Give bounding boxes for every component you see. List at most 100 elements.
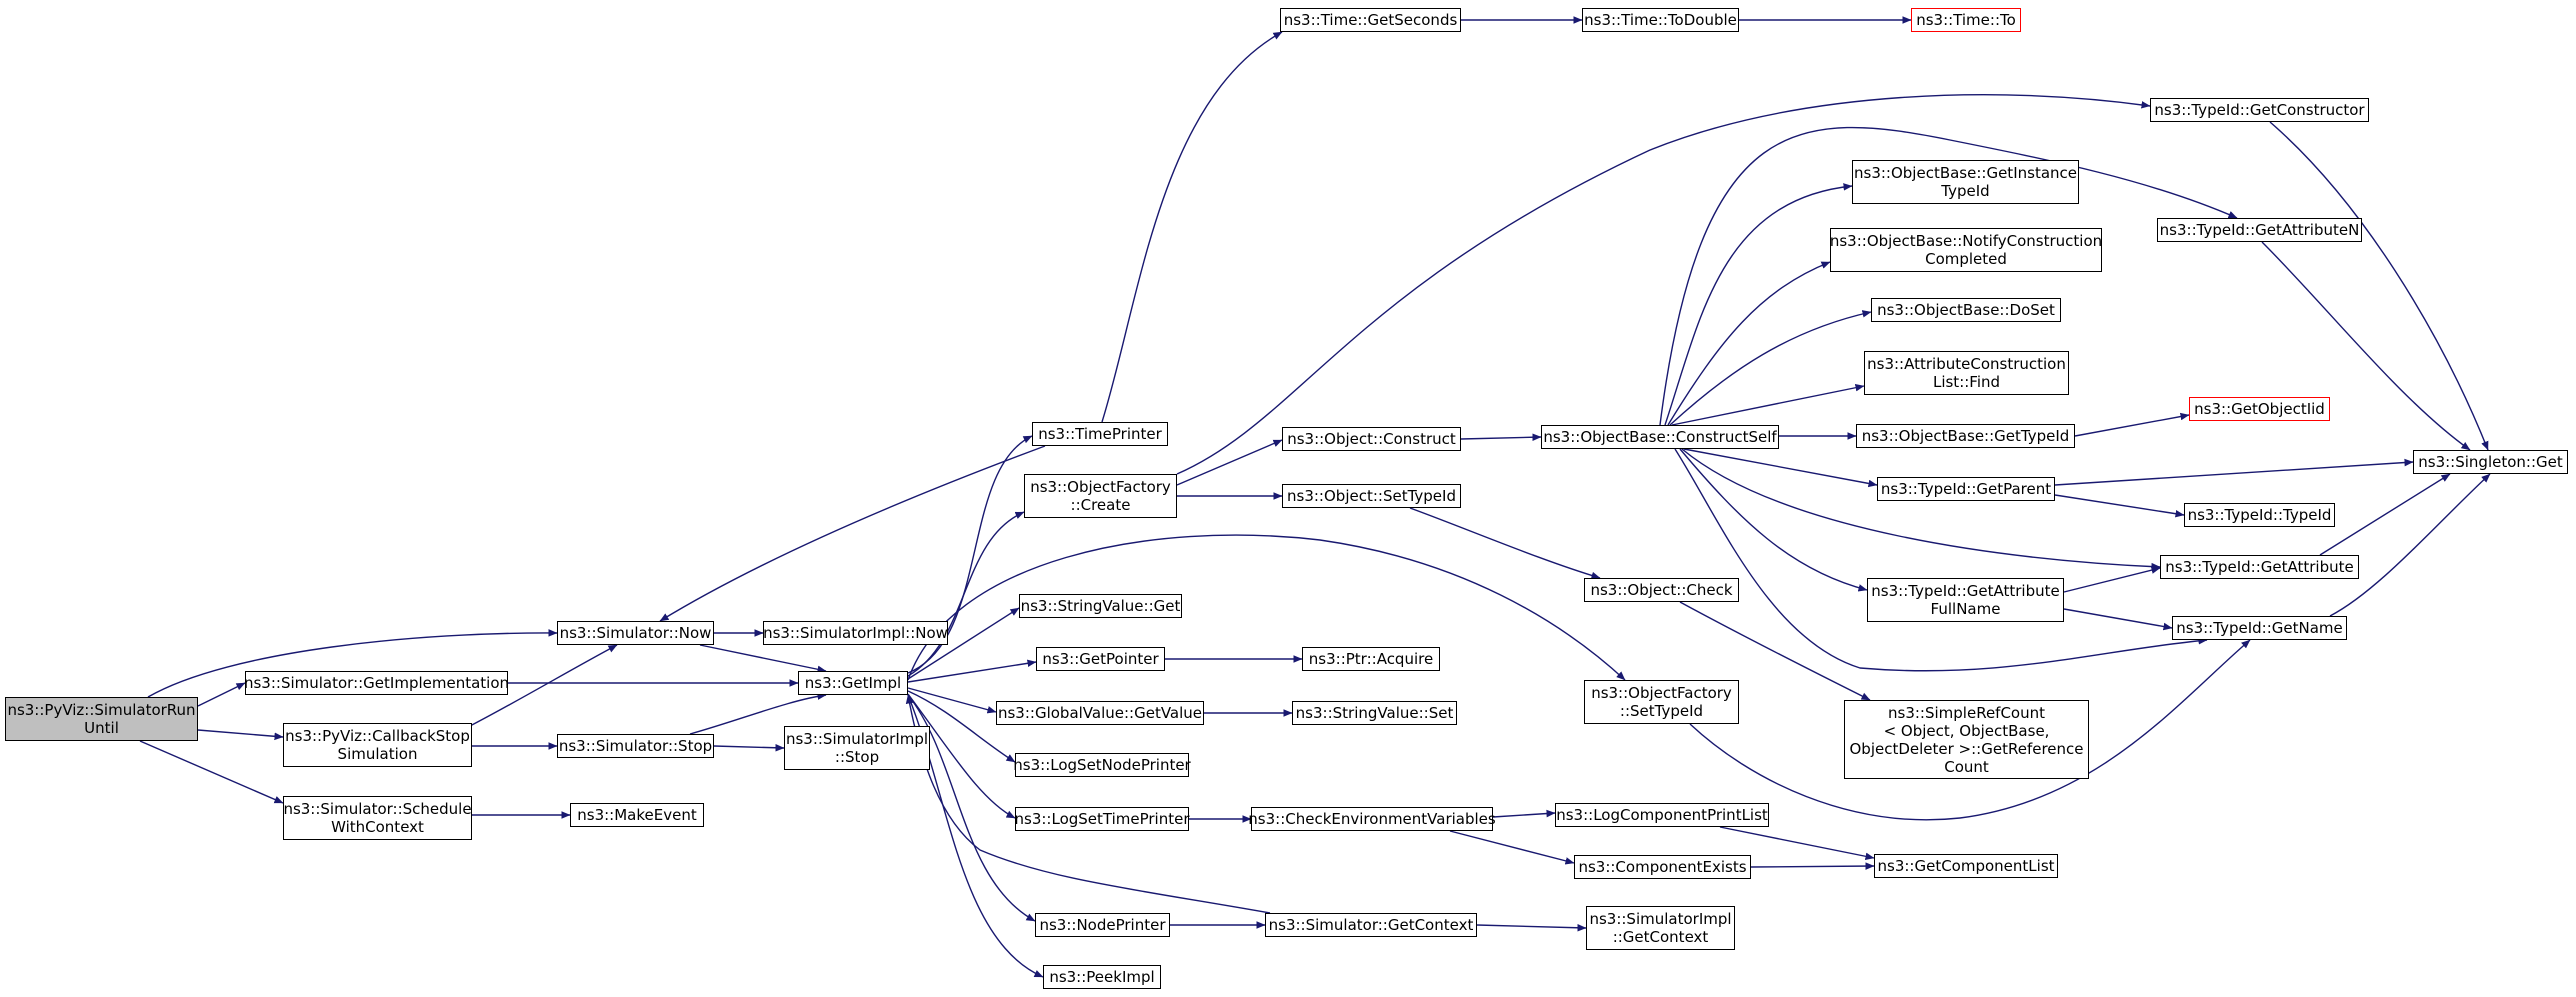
- node-checkenvironmentvariables[interactable]: ns3::CheckEnvironmentVariables: [1248, 807, 1496, 831]
- edge-getimpl-to-logsetnodeprinter: [907, 690, 1016, 763]
- edge-constructself-to-getattributen: [1659, 126, 2238, 426]
- edge-constructself-to-getinstancetypeid: [1664, 183, 1853, 426]
- node-simplerefcount-getreferencecount[interactable]: ns3::SimpleRefCount < Object, ObjectBase…: [1844, 700, 2089, 779]
- node-logsetnodeprinter[interactable]: ns3::LogSetNodePrinter: [1013, 753, 1191, 777]
- node-getimpl[interactable]: ns3::GetImpl: [798, 671, 908, 695]
- node-globalvalue-getvalue[interactable]: ns3::GlobalValue::GetValue: [996, 701, 1204, 725]
- edge-getimpl-to-globalvalue: [907, 687, 997, 714]
- edge-constructself-to-notify: [1667, 261, 1831, 426]
- edge-constructself-to-doset: [1669, 310, 1872, 426]
- node-typeid-getattributefullname[interactable]: ns3::TypeId::GetAttribute FullName: [1867, 578, 2064, 622]
- node-objectfactory-settypeid[interactable]: ns3::ObjectFactory ::SetTypeId: [1584, 680, 1739, 724]
- node-simulatorimpl-stop[interactable]: ns3::SimulatorImpl ::Stop: [784, 726, 930, 770]
- edge-getattributen-to-singleton: [2261, 241, 2471, 451]
- node-typeid-getparent[interactable]: ns3::TypeId::GetParent: [1877, 477, 2055, 501]
- edge-constructself-to-getparent: [1683, 448, 1878, 488]
- edge-gettypeid-to-getobjectiid: [2074, 412, 2190, 437]
- node-objectbase-notifyconstructioncompleted[interactable]: ns3::ObjectBase::NotifyConstruction Comp…: [1830, 228, 2102, 272]
- edge-constructself-to-getname: [1674, 448, 2208, 672]
- edge-construct-to-constructself: [1460, 433, 1542, 441]
- edge-create-to-construct: [1176, 439, 1283, 486]
- edge-getimpl-to-stringvalue-get: [907, 607, 1020, 680]
- edge-root-to-now: [147, 629, 558, 698]
- edge-constructself-to-getattribute: [1681, 448, 2161, 571]
- edge-getimpl-to-nodeprinter: [907, 694, 1036, 922]
- node-object-check[interactable]: ns3::Object::Check: [1584, 578, 1739, 602]
- node-simulatorimpl-getcontext[interactable]: ns3::SimulatorImpl ::GetContext: [1586, 906, 1735, 950]
- edge-getimpl-to-timeprinter: [907, 435, 1033, 674]
- edge-settypeid-to-check: [1409, 507, 1601, 580]
- node-ptr-acquire[interactable]: ns3::Ptr::Acquire: [1302, 647, 1440, 671]
- node-simulator-getimplementation[interactable]: ns3::Simulator::GetImplementation: [244, 671, 509, 695]
- node-timeprinter[interactable]: ns3::TimePrinter: [1032, 422, 1168, 446]
- node-objectbase-constructself[interactable]: ns3::ObjectBase::ConstructSelf: [1541, 425, 1779, 449]
- node-attributeconstructionlist-find[interactable]: ns3::AttributeConstruction List::Find: [1864, 351, 2069, 395]
- edge-logcomponentprintlist-to-getcomponentlist: [1719, 826, 1875, 861]
- edge-callbackstop-to-now: [469, 644, 618, 727]
- edge-constructself-to-getattributefullname: [1679, 448, 1868, 592]
- edge-root-to-schedule: [139, 740, 284, 804]
- edge-getimpl-to-getpointer: [907, 659, 1037, 683]
- edge-sim-stop-to-getimpl: [689, 692, 827, 735]
- edge-sim-stop-to-simimpl-stop: [713, 743, 785, 752]
- edge-getparent-to-singleton: [2054, 458, 2414, 486]
- node-getpointer[interactable]: ns3::GetPointer: [1036, 647, 1165, 671]
- node-simulatorimpl-now[interactable]: ns3::SimulatorImpl::Now: [763, 621, 948, 645]
- edge-timeprinter-to-now: [659, 445, 1046, 622]
- node-objectbase-gettypeid[interactable]: ns3::ObjectBase::GetTypeId: [1856, 424, 2075, 448]
- edge-getcontext-to-simimpl-getcontext: [1476, 923, 1587, 932]
- node-getobjectiid[interactable]: ns3::GetObjectIid: [2189, 397, 2330, 421]
- node-simulator-stop[interactable]: ns3::Simulator::Stop: [557, 734, 714, 758]
- node-time-todouble[interactable]: ns3::Time::ToDouble: [1582, 8, 1739, 32]
- node-objectbase-getinstancetypeid[interactable]: ns3::ObjectBase::GetInstance TypeId: [1852, 160, 2079, 204]
- edge-now-to-getimpl: [699, 644, 827, 673]
- edge-objfactory-settypeid-to-getname: [1689, 639, 2251, 821]
- edge-getname-to-singleton: [2329, 473, 2491, 617]
- node-typeid-getname[interactable]: ns3::TypeId::GetName: [2172, 616, 2347, 640]
- node-pyviz-simulatorrununtil[interactable]: ns3::PyViz::SimulatorRun Until: [5, 697, 198, 741]
- node-nodeprinter[interactable]: ns3::NodePrinter: [1035, 913, 1170, 937]
- edge-getattributefullname-to-getattribute: [2063, 566, 2161, 593]
- node-objectfactory-create[interactable]: ns3::ObjectFactory ::Create: [1024, 474, 1177, 518]
- node-simulator-schedulewithcontext[interactable]: ns3::Simulator::Schedule WithContext: [283, 796, 472, 840]
- edge-getimpl-to-objfactory-settypeid: [907, 534, 1626, 681]
- edge-getconstructor-to-singleton: [2269, 121, 2489, 451]
- edge-getcontext-to-getimpl: [905, 694, 1271, 914]
- node-simulator-getcontext[interactable]: ns3::Simulator::GetContext: [1265, 913, 1477, 937]
- node-typeid-getattributen[interactable]: ns3::TypeId::GetAttributeN: [2157, 218, 2362, 242]
- node-objectbase-doset[interactable]: ns3::ObjectBase::DoSet: [1871, 298, 2061, 322]
- edge-getimpl-to-logsettimeprinter: [907, 693, 1016, 819]
- edge-root-to-getimplementation: [197, 682, 246, 707]
- node-time-getseconds[interactable]: ns3::Time::GetSeconds: [1280, 8, 1461, 32]
- node-singleton-get[interactable]: ns3::Singleton::Get: [2413, 450, 2568, 474]
- node-getcomponentlist[interactable]: ns3::GetComponentList: [1874, 854, 2058, 878]
- node-makeevent[interactable]: ns3::MakeEvent: [570, 803, 704, 827]
- node-typeid-getconstructor[interactable]: ns3::TypeId::GetConstructor: [2150, 98, 2369, 122]
- edge-create-to-getconstructor: [1176, 94, 2151, 475]
- edge-check-to-simplerefcount: [1679, 601, 1871, 701]
- edge-getparent-to-typeid: [2054, 494, 2185, 518]
- edge-root-to-callbackstop: [197, 729, 284, 741]
- node-stringvalue-get[interactable]: ns3::StringValue::Get: [1019, 594, 1182, 618]
- node-object-settypeid[interactable]: ns3::Object::SetTypeId: [1282, 484, 1461, 508]
- node-simulator-now[interactable]: ns3::Simulator::Now: [557, 621, 714, 645]
- node-logsettimeprinter[interactable]: ns3::LogSetTimePrinter: [1015, 807, 1190, 831]
- node-time-to[interactable]: ns3::Time::To: [1911, 8, 2021, 32]
- node-peekimpl[interactable]: ns3::PeekImpl: [1043, 965, 1161, 989]
- edge-componentexists-to-getcomponentlist: [1750, 862, 1875, 870]
- node-pyviz-callbackstopsimulation[interactable]: ns3::PyViz::CallbackStop Simulation: [283, 723, 472, 767]
- edge-getattribute-to-singleton: [2319, 473, 2451, 556]
- edge-timeprinter-to-getseconds: [1101, 31, 1283, 423]
- edge-getattributefullname-to-getname: [2063, 608, 2173, 631]
- edge-checkenv-to-componentexists: [1449, 830, 1575, 865]
- node-typeid-typeid[interactable]: ns3::TypeId::TypeId: [2184, 503, 2335, 527]
- edge-constructself-to-attrfind: [1671, 383, 1865, 426]
- edge-getimpl-to-create: [907, 511, 1025, 677]
- node-object-construct[interactable]: ns3::Object::Construct: [1282, 427, 1461, 451]
- node-logcomponentprintlist[interactable]: ns3::LogComponentPrintList: [1555, 803, 1769, 827]
- edge-checkenv-to-logcomponentprintlist: [1492, 809, 1556, 818]
- node-componentexists[interactable]: ns3::ComponentExists: [1574, 855, 1751, 879]
- node-typeid-getattribute[interactable]: ns3::TypeId::GetAttribute: [2160, 555, 2359, 579]
- node-stringvalue-set[interactable]: ns3::StringValue::Set: [1292, 701, 1457, 725]
